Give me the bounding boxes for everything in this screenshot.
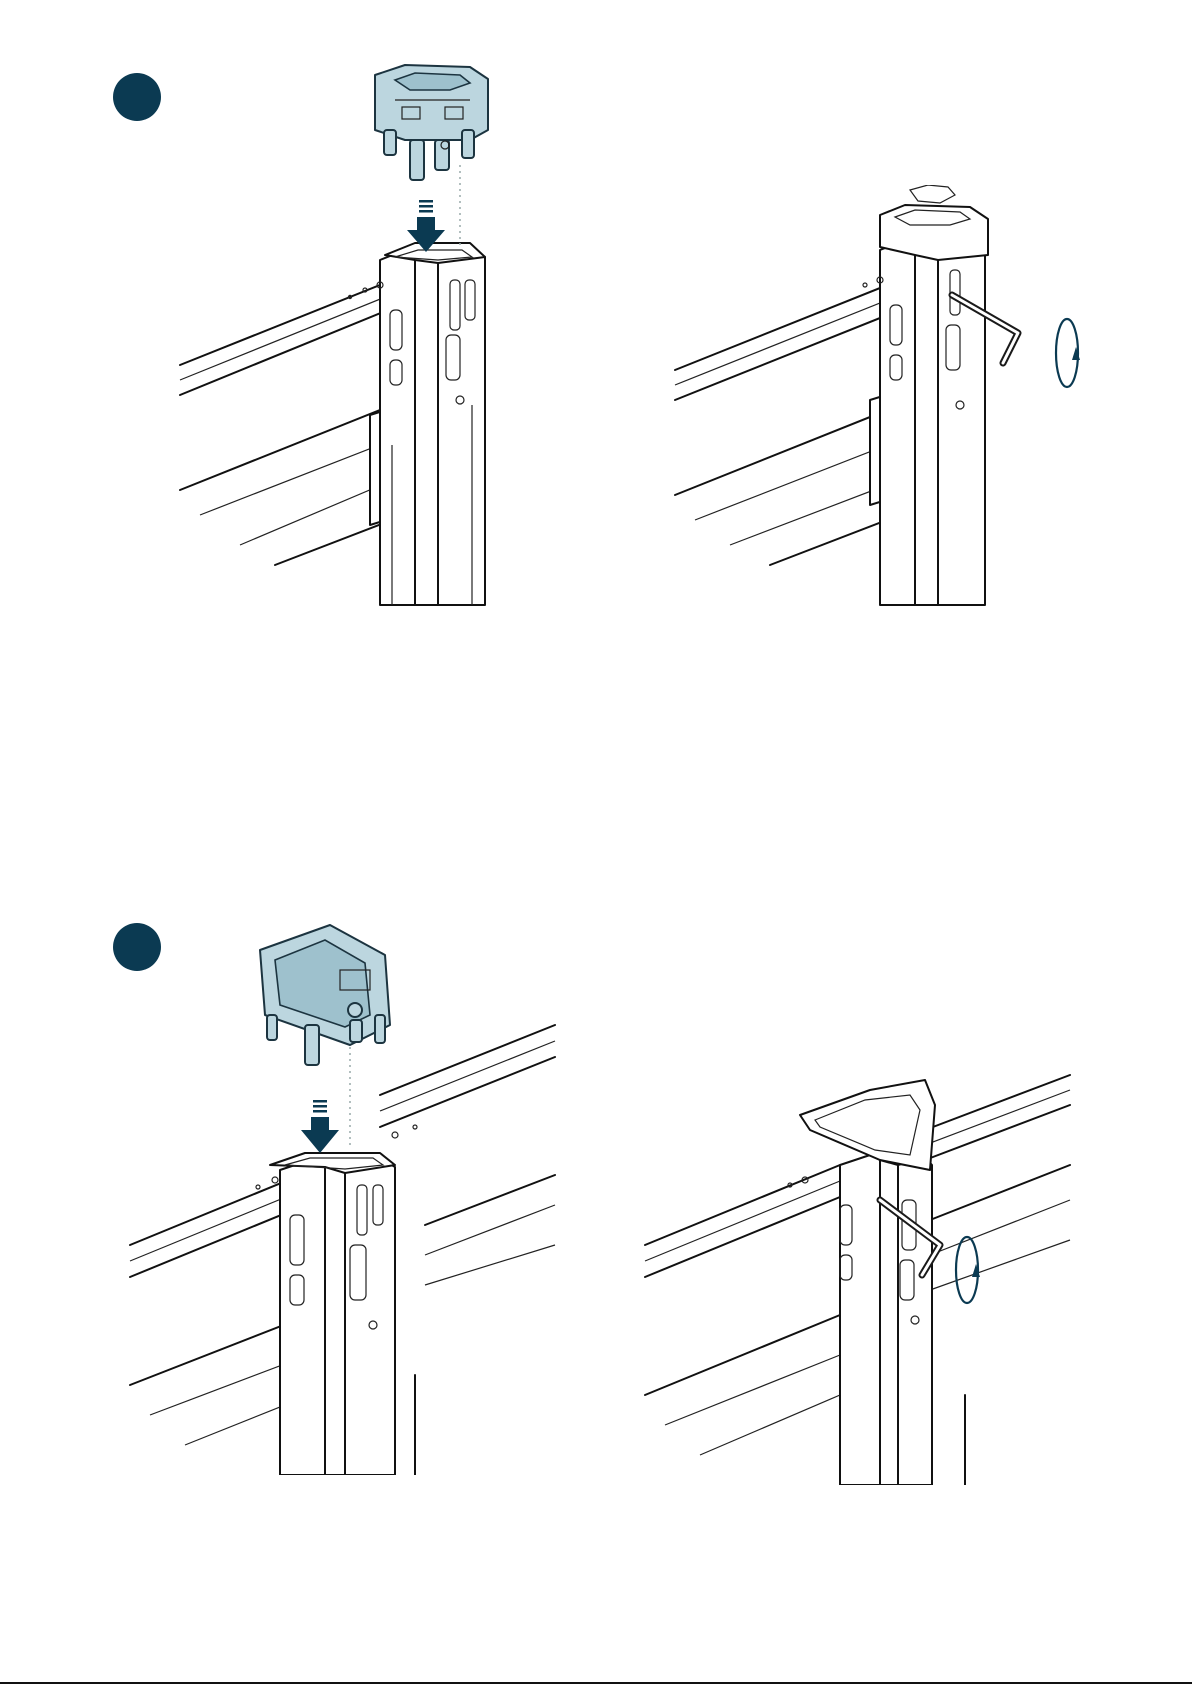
push-down-arrow-icon — [301, 1100, 339, 1153]
step-2-tighten-panel — [640, 1065, 1090, 1485]
step-2-insert-panel — [125, 915, 565, 1475]
rotate-clockwise-icon — [956, 1237, 980, 1303]
post-with-cap-illustration — [170, 45, 550, 615]
post-bracket-tighten-illustration — [640, 1065, 1090, 1485]
post-tighten-illustration — [670, 185, 1110, 615]
step-1-badge — [113, 73, 161, 121]
corner-cap-part — [375, 65, 488, 180]
end-bracket-part — [260, 925, 390, 1065]
page-bottom-rule — [0, 1682, 1192, 1684]
step-1-insert-panel — [170, 45, 550, 615]
post-with-bracket-illustration — [125, 915, 565, 1475]
step-1-tighten-panel — [670, 185, 1110, 615]
rotate-clockwise-icon — [1056, 319, 1080, 387]
